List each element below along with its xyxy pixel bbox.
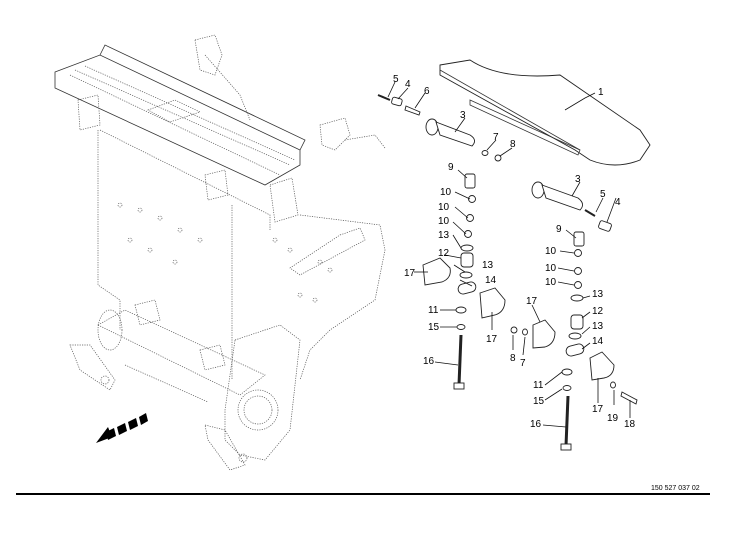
callout-16: 16: [530, 419, 542, 430]
title-block-rule: [16, 493, 710, 495]
callout-17: 17: [526, 296, 538, 307]
part-cover-plate: [439, 59, 651, 166]
callout-17: 17: [592, 404, 604, 415]
part-arm-right: [531, 181, 612, 232]
callout-11: 11: [533, 380, 544, 391]
callout-10: 10: [440, 187, 452, 198]
callout-3: 3: [575, 174, 581, 185]
callout-4: 4: [405, 79, 411, 90]
callout-13: 13: [592, 289, 604, 300]
callout-5: 5: [600, 189, 606, 200]
callout-12: 12: [592, 306, 604, 317]
callout-7: 7: [520, 358, 526, 369]
callout-10: 10: [438, 202, 450, 213]
mast-frame-assembly: [54, 34, 386, 471]
callout-17: 17: [404, 268, 416, 279]
callout-17: 17: [486, 334, 498, 345]
drawing-reference-number: 150 527 037 02: [651, 485, 700, 492]
callout-10: 10: [545, 277, 557, 288]
callout-13: 13: [592, 321, 604, 332]
callout-19: 19: [607, 413, 619, 424]
callout-8: 8: [510, 353, 516, 364]
part-stack-right: [532, 231, 638, 451]
callout-15: 15: [428, 322, 440, 333]
callout-7: 7: [493, 132, 499, 143]
callout-4: 4: [615, 197, 621, 208]
callout-13: 13: [482, 260, 494, 271]
callout-10: 10: [438, 216, 450, 227]
callout-10: 10: [545, 246, 557, 257]
callout-14: 14: [592, 336, 604, 347]
callout-15: 15: [533, 396, 545, 407]
callout-11: 11: [428, 305, 439, 316]
callout-5: 5: [393, 74, 399, 85]
callout-leaders: [387, 81, 631, 428]
callout-8: 8: [510, 139, 516, 150]
callout-labels: 1 3 3 4 4 5 5 6 7 7 8 8 9 9 10 10 10 10 …: [393, 74, 636, 430]
part-arm-left: [425, 118, 475, 147]
callout-12: 12: [438, 248, 450, 259]
callout-9: 9: [556, 224, 562, 235]
part-pins-top: [377, 94, 421, 116]
callout-1: 1: [598, 87, 604, 98]
callout-9: 9: [448, 162, 454, 173]
callout-14: 14: [485, 275, 497, 286]
callout-10: 10: [545, 263, 557, 274]
callout-16: 16: [423, 356, 435, 367]
travel-direction-arrow-icon: [96, 413, 148, 443]
callout-3: 3: [460, 110, 466, 121]
callout-18: 18: [624, 419, 636, 430]
callout-6: 6: [424, 86, 430, 97]
callout-13: 13: [438, 230, 450, 241]
part-stack-left: [422, 173, 528, 390]
part-washer-nut-top: [481, 150, 502, 162]
